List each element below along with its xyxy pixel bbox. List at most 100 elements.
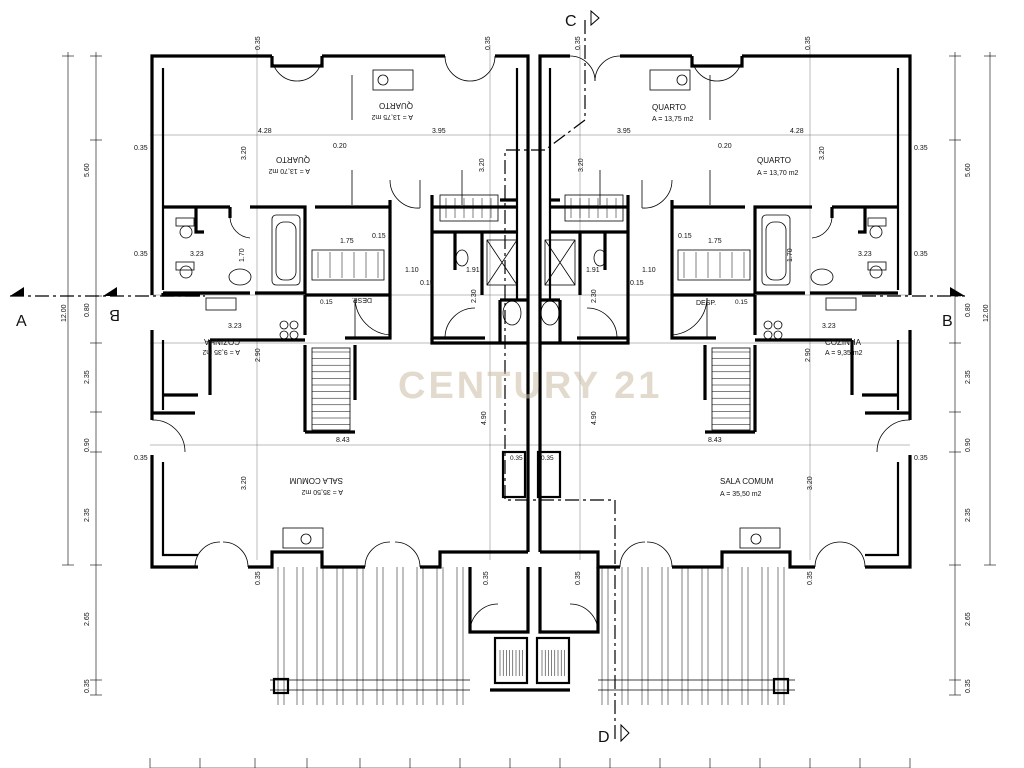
dim-top-035-c: 0.35	[575, 36, 582, 50]
bathroom-fixtures-right	[540, 69, 887, 549]
stair-left	[311, 347, 351, 431]
dim-right-1: 5.60	[965, 163, 972, 177]
stair-right	[711, 347, 751, 431]
section-label-b: B	[942, 313, 953, 330]
dim-395-left: 3.95	[432, 128, 446, 135]
dim-right-2: 0.80	[965, 303, 972, 317]
section-label-a: A	[16, 313, 27, 330]
dim-left-4: 0.90	[84, 438, 91, 452]
dim-left-2: 0.80	[84, 303, 91, 317]
dim-020-left: 0.20	[333, 143, 347, 150]
dim-bottom-035-b: 0.35	[483, 571, 490, 585]
dim-320-b: 3.20	[479, 158, 486, 172]
dim-right-total: 12.00	[983, 304, 990, 322]
dim-230-left: 2.30	[471, 289, 478, 303]
dim-170-left: 1.70	[239, 248, 246, 262]
central-structure	[468, 450, 600, 692]
room-right-cozinha-name: COZINHA	[825, 338, 862, 347]
dim-bottom-035-d: 0.35	[807, 571, 814, 585]
dim-bottom-035-a: 0.35	[255, 571, 262, 585]
room-right-desp: DESP.	[696, 300, 716, 307]
dim-110-left: 1.10	[405, 267, 419, 274]
dim-top-035-b: 0.35	[485, 36, 492, 50]
dim-top-035-a: 0.35	[255, 36, 262, 50]
dim-843-left: 8.43	[336, 437, 350, 444]
dim-323-left: 3.23	[190, 251, 204, 258]
dim-015-desp-right: 0.15	[735, 299, 748, 306]
room-right-sala-area: A = 35,50 m2	[720, 491, 762, 498]
dim-035-left-k: 0.35	[134, 251, 148, 258]
dim-035-shaft-right: 0.35	[541, 455, 554, 462]
dim-191-right: 1.91	[586, 267, 600, 274]
dim-035-left-sala: 0.35	[134, 455, 148, 462]
section-label-d: D	[598, 729, 610, 746]
dim-230-right: 2.30	[591, 289, 598, 303]
dim-035-right-sala: 0.35	[914, 455, 928, 462]
entrance-steps	[499, 650, 565, 676]
room-right-sala-name: SALA COMUM	[720, 477, 774, 486]
dim-290-right: 2.90	[805, 348, 812, 362]
room-left-sala-area: A = 35,50 m2	[301, 488, 343, 495]
dim-bottom-035-c: 0.35	[575, 571, 582, 585]
dim-035-left-bed: 0.35	[134, 145, 148, 152]
dim-320-a: 3.20	[241, 146, 248, 160]
dim-right-7: 0.35	[965, 679, 972, 693]
room-left-cozinha-area: A = 9,35 m2	[202, 348, 240, 355]
room-right-quarto-1-name: QUARTO	[652, 103, 686, 112]
dimension-lines	[62, 52, 996, 768]
room-left-quarto-2-area: A = 13,70 m2	[268, 167, 310, 174]
dim-110-right: 1.10	[642, 267, 656, 274]
dim-843-right: 8.43	[708, 437, 722, 444]
dim-right-4: 0.90	[965, 438, 972, 452]
room-left-quarto-2-name: QUARTO	[276, 155, 310, 164]
dim-right-6: 2.65	[965, 612, 972, 626]
dim-left-5: 2.35	[84, 508, 91, 522]
doors	[151, 55, 911, 633]
dim-020-right: 0.20	[718, 143, 732, 150]
dim-035-right-k: 0.35	[914, 251, 928, 258]
dim-323-right-k: 3.23	[822, 323, 836, 330]
room-right-cozinha-area: A = 9,35 m2	[825, 350, 863, 357]
dim-395-right: 3.95	[617, 128, 631, 135]
dim-320-sala-right: 3.20	[807, 476, 814, 490]
interior-walls-right	[540, 195, 910, 434]
dim-320-sala-left: 3.20	[241, 476, 248, 490]
dim-left-6: 2.65	[84, 612, 91, 626]
section-lines	[10, 9, 965, 743]
dim-428-left: 4.28	[258, 128, 272, 135]
dim-right-3: 2.35	[965, 370, 972, 384]
section-label-c: C	[565, 13, 577, 30]
dim-left-7: 0.35	[84, 679, 91, 693]
reference-grid	[150, 45, 910, 560]
dim-015-left: 0.15	[372, 233, 386, 240]
dim-left-total: 12.00	[61, 304, 68, 322]
room-left-sala-name: SALA COMUM	[289, 476, 343, 485]
section-label-b-left: B	[109, 306, 120, 323]
room-left-desp: DESP.	[352, 296, 372, 303]
dim-428-right: 4.28	[790, 128, 804, 135]
bathroom-fixtures-left	[175, 69, 522, 549]
room-right-quarto-2-area: A = 13,70 m2	[757, 170, 799, 177]
dim-035-shaft-left: 0.35	[510, 455, 523, 462]
dim-320-d: 3.20	[819, 146, 826, 160]
room-left-cozinha-name: COZINHA	[203, 337, 240, 346]
pergola	[270, 567, 795, 705]
interior-walls-left	[152, 195, 528, 434]
dim-323-left-k: 3.23	[228, 323, 242, 330]
dim-490-right: 4.90	[591, 411, 598, 425]
dim-175-right: 1.75	[708, 238, 722, 245]
dim-015-left-b: 0.15	[420, 280, 434, 287]
dim-left-3: 2.35	[84, 370, 91, 384]
dim-170-right: 1.70	[787, 248, 794, 262]
room-left-quarto-1-area: A = 13,75 m2	[371, 113, 413, 120]
watermark-text: CENTURY 21	[398, 365, 662, 407]
dim-290-left: 2.90	[255, 348, 262, 362]
dim-320-c: 3.20	[578, 158, 585, 172]
dim-015-right: 0.15	[678, 233, 692, 240]
room-left-quarto-1-name: QUARTO	[379, 101, 413, 110]
dim-490-left: 4.90	[481, 411, 488, 425]
outer-walls	[150, 54, 912, 569]
dim-035-right-bed: 0.35	[914, 145, 928, 152]
dim-right-5: 2.35	[965, 508, 972, 522]
